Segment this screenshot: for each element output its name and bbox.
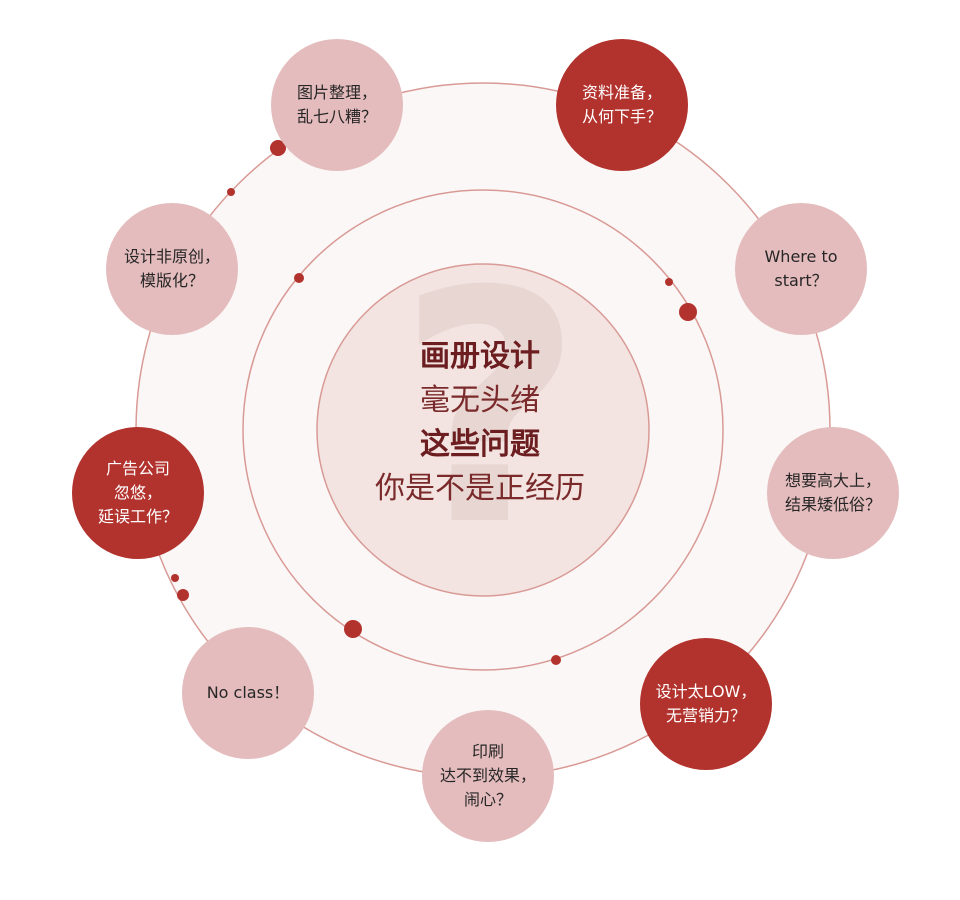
bubble-high-end: 想要高大上， 结果矮低俗？ <box>767 427 899 559</box>
ring-dot <box>177 589 189 601</box>
bubble-text: 广告公司 忽悠， 延误工作？ <box>97 459 178 526</box>
ring-dot <box>227 188 235 196</box>
bubble-printing: 印刷 达不到效果， 闹心？ <box>422 710 554 842</box>
inner-circle <box>316 263 650 597</box>
center-title-block: 画册设计 毫无头绪 这些问题 你是不是正经历 <box>330 335 630 511</box>
bubble-text: Where to start？ <box>764 247 838 290</box>
bubble-text: 设计非原创， 模版化？ <box>123 247 220 290</box>
bubble-no-class: No class！ <box>182 627 314 759</box>
center-line-1: 画册设计 <box>420 339 540 374</box>
bubble-design-low: 设计太LOW， 无营销力？ <box>640 638 772 770</box>
ring-dot <box>665 278 673 286</box>
ring-dot <box>270 140 286 156</box>
center-line-4: 你是不是正经历 <box>375 471 585 506</box>
bubble-text: 设计太LOW， 无营销力？ <box>655 682 757 725</box>
bubble-text: 图片整理， 乱七八糟？ <box>296 83 377 126</box>
bubble-text: 资料准备， 从何下手？ <box>581 83 662 126</box>
bubble-where-to-start: Where to start？ <box>735 203 867 335</box>
center-line-2: 毫无头绪 <box>420 383 540 418</box>
bubble-material-prep: 资料准备， 从何下手？ <box>556 39 688 171</box>
bubble-text: No class！ <box>206 683 290 702</box>
ring-dot <box>344 620 362 638</box>
question-mark-watermark: ? <box>397 224 583 596</box>
bubble-text: 印刷 达不到效果， 闹心？ <box>439 742 536 809</box>
bubble-image-sorting: 图片整理， 乱七八糟？ <box>271 39 403 171</box>
bubble-text: 想要高大上， 结果矮低俗？ <box>784 471 881 514</box>
ring-dot <box>171 574 179 582</box>
bubble-ad-agency: 广告公司 忽悠， 延误工作？ <box>72 427 204 559</box>
center-line-3: 这些问题 <box>420 427 540 462</box>
ring-dot <box>294 273 304 283</box>
ring-dot <box>551 655 561 665</box>
bubble-not-original: 设计非原创， 模版化？ <box>106 203 238 335</box>
ring-dot <box>679 303 697 321</box>
